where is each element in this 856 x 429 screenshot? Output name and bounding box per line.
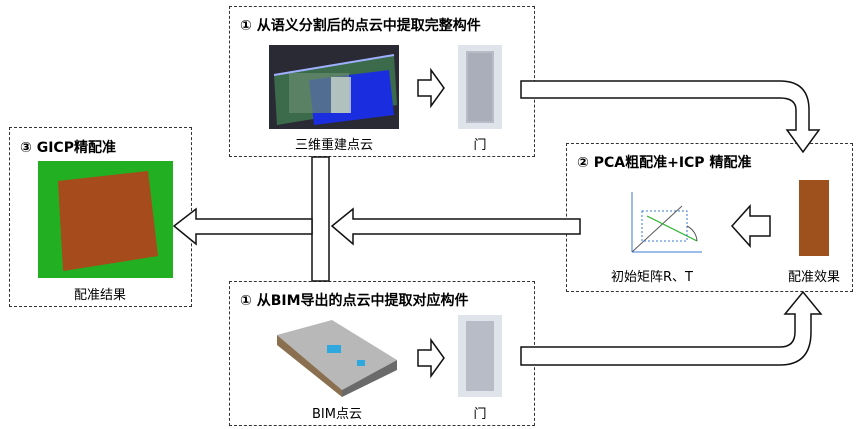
bottom-inner-arrow <box>417 337 445 379</box>
middle-to-left-arrow <box>172 207 313 246</box>
registration-result-caption: 配准结果 <box>73 288 126 303</box>
bim-point-cloud-image <box>272 315 402 397</box>
top-inner-arrow <box>417 67 445 109</box>
door-point-cloud-top <box>458 45 502 129</box>
initial-matrix-caption: 初始矩阵R、T <box>611 270 693 285</box>
left-box-title: ③ GICP精配准 <box>20 140 116 156</box>
reconstructed-point-cloud-image <box>269 45 399 129</box>
initial-matrix-sketch <box>631 192 702 253</box>
right-box-title: ② PCA粗配准+ICP 精配准 <box>577 155 752 171</box>
top-to-right-arrow <box>520 80 821 154</box>
vertical-connector <box>311 156 330 282</box>
gicp-result-image <box>38 161 173 278</box>
bim-point-cloud-caption: BIM点云 <box>312 407 362 422</box>
right-to-middle-arrow <box>330 207 581 246</box>
door-point-cloud-bottom <box>458 315 502 397</box>
door-caption-top: 门 <box>473 138 487 153</box>
pca-icp-registration-box: ② PCA粗配准+ICP 精配准 初始矩阵R、T 配准效果 <box>566 143 853 292</box>
reconstructed-point-cloud-caption: 三维重建点云 <box>294 138 373 153</box>
door-caption-bottom: 门 <box>473 407 487 422</box>
bottom-box-title: ① 从BIM导出的点云中提取对应构件 <box>240 293 469 309</box>
initial-matrix-diagram <box>607 186 707 258</box>
coarse-registration-result-image <box>795 178 833 258</box>
top-extraction-box: ① 从语义分割后的点云中提取完整构件 三维重建点云 门 <box>229 6 535 157</box>
right-inner-arrow <box>730 204 771 248</box>
bottom-extraction-box: ① 从BIM导出的点云中提取对应构件 BIM点云 门 <box>229 281 535 426</box>
registration-effect-caption: 配准效果 <box>787 270 840 285</box>
gicp-registration-box: ③ GICP精配准 配准结果 <box>9 127 192 307</box>
bottom-to-right-arrow <box>520 290 823 366</box>
top-box-title: ① 从语义分割后的点云中提取完整构件 <box>240 18 481 34</box>
